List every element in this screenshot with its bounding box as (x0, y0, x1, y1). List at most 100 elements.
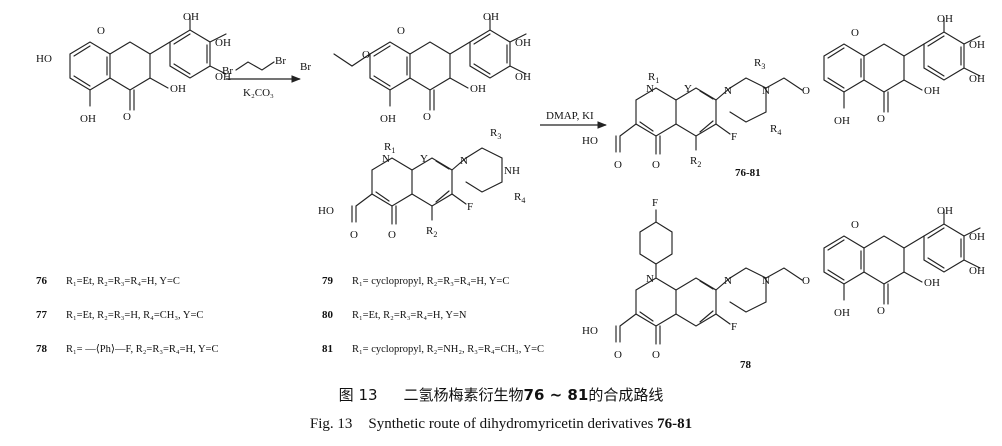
substituent-table: 76 R₁=Et, R₂=R₃=R₄=H, Y=C 77 R₁=Et, R₂=R… (36, 275, 544, 355)
svg-text:OH: OH (924, 277, 940, 289)
svg-text:O: O (123, 111, 131, 123)
svg-text:O: O (851, 219, 859, 231)
svg-text:OH: OH (834, 307, 850, 319)
svg-text:R1: R1 (648, 71, 659, 85)
caption-cn-text: 二氢杨梅素衍生物 (403, 386, 524, 404)
svg-text:OH: OH (515, 37, 531, 49)
svg-text:HO: HO (36, 53, 52, 65)
caption-en-num: 76-81 (657, 416, 693, 432)
svg-text:N: N (382, 153, 390, 165)
product-top-label: 76-81 (735, 167, 761, 179)
svg-text:OH: OH (937, 205, 953, 217)
svg-text:O: O (362, 49, 370, 61)
svg-text:Y: Y (420, 153, 428, 165)
def-77-num: 77 (36, 309, 48, 321)
svg-text:F: F (652, 197, 658, 209)
def-80-text: R₁=Et, R₂=R₃=R₄=H, Y=N (352, 310, 467, 321)
svg-text:R3: R3 (754, 57, 765, 71)
svg-text:O: O (802, 85, 810, 97)
def-79-text: R₁= cyclopropyl, R₂=R₃=R₄=H, Y=C (352, 276, 509, 287)
svg-text:HO: HO (318, 205, 334, 217)
svg-text:NH: NH (504, 165, 520, 177)
svg-text:O: O (877, 113, 885, 125)
caption-en-text: Synthetic route of dihydromyricetin deri… (368, 416, 654, 432)
svg-text:OH: OH (170, 83, 186, 95)
dihydromyricetin-structure: O OH OH OH OH O OH HO (36, 11, 231, 125)
svg-text:OH: OH (183, 11, 199, 23)
caption-cn-num: 76 ~ 81 (523, 386, 589, 404)
product-78: O HO O N F F N N O O OH OH OH OH O OH 78 (582, 197, 985, 371)
svg-text:O: O (350, 229, 358, 241)
svg-text:O: O (388, 229, 396, 241)
bromoethyl-intermediate: Br O O OH OH OH OH O OH (300, 11, 531, 125)
svg-text:R2: R2 (426, 225, 437, 239)
svg-text:OH: OH (215, 71, 231, 83)
svg-text:OH: OH (969, 73, 985, 85)
reagent-br-left: Br (222, 65, 233, 77)
product-78-label: 78 (740, 359, 752, 371)
svg-text:OH: OH (969, 231, 985, 243)
svg-text:OH: OH (969, 265, 985, 277)
def-81-text: R₁= cyclopropyl, R₂=NH₂, R₃=R₄=CH₃, Y=C (352, 344, 544, 355)
def-77-text: R₁=Et, R₂=R₃=H, R₄=CH₃, Y=C (66, 310, 203, 321)
svg-text:OH: OH (215, 37, 231, 49)
svg-text:OH: OH (80, 113, 96, 125)
svg-text:R4: R4 (514, 191, 525, 205)
synthetic-scheme: O OH OH OH OH O OH HO Br Br K₂CO₃ Br O O… (36, 11, 985, 371)
reagent-k2co3: K₂CO₃ (243, 87, 274, 99)
svg-text:HO: HO (582, 135, 598, 147)
svg-text:O: O (423, 111, 431, 123)
svg-text:R2: R2 (690, 155, 701, 169)
def-76-text: R₁=Et, R₂=R₃=R₄=H, Y=C (66, 276, 180, 287)
svg-text:OH: OH (937, 13, 953, 25)
caption-chinese: 图 13 二氢杨梅素衍生物76 ~ 81的合成路线 (0, 384, 1002, 405)
svg-text:Y: Y (684, 83, 692, 95)
svg-text:OH: OH (483, 11, 499, 23)
def-78-text: R₁= —⟨Ph⟩—F, R₂=R₃=R₄=H, Y=C (66, 344, 218, 355)
reagent-dmap-ki: DMAP, KI (546, 110, 594, 122)
svg-text:O: O (851, 27, 859, 39)
svg-text:O: O (877, 305, 885, 317)
caption-cn-suffix: 的合成路线 (588, 386, 664, 404)
def-79-num: 79 (322, 275, 334, 287)
svg-text:O: O (397, 25, 405, 37)
caption-en-prefix: Fig. 13 (309, 416, 353, 432)
svg-text:N: N (646, 83, 654, 95)
product-76-81: O HO O N R1 Y F R2 N R3 N R4 O O OH OH O… (582, 13, 985, 179)
svg-text:Br: Br (300, 61, 311, 73)
svg-text:N: N (646, 273, 654, 285)
caption-english: Fig. 13 Synthetic route of dihydromyricet… (0, 416, 1002, 433)
svg-text:N: N (762, 85, 770, 97)
svg-text:OH: OH (380, 113, 396, 125)
svg-text:N: N (762, 275, 770, 287)
caption-cn-prefix: 图 13 (338, 386, 378, 404)
svg-text:N: N (724, 85, 732, 97)
svg-text:O: O (652, 159, 660, 171)
svg-text:F: F (731, 131, 737, 143)
def-81-num: 81 (322, 343, 333, 355)
svg-text:O: O (614, 159, 622, 171)
svg-text:R1: R1 (384, 141, 395, 155)
svg-text:F: F (731, 321, 737, 333)
reaction-arrow-2: DMAP, KI (540, 110, 607, 129)
reaction-arrow-1: Br Br K₂CO₃ (222, 55, 301, 99)
svg-text:R3: R3 (490, 127, 501, 141)
svg-text:OH: OH (969, 39, 985, 51)
svg-text:O: O (802, 275, 810, 287)
def-80-num: 80 (322, 309, 334, 321)
svg-text:OH: OH (834, 115, 850, 127)
svg-text:OH: OH (470, 83, 486, 95)
svg-text:N: N (460, 155, 468, 167)
svg-text:N: N (724, 275, 732, 287)
svg-text:O: O (652, 349, 660, 361)
quinolone-reagent: O HO O N R1 Y F R2 N R3 NH R4 (318, 127, 525, 241)
svg-text:OH: OH (515, 71, 531, 83)
svg-text:O: O (97, 25, 105, 37)
svg-text:R4: R4 (770, 123, 781, 137)
def-78-num: 78 (36, 343, 48, 355)
svg-text:OH: OH (924, 85, 940, 97)
def-76-num: 76 (36, 275, 48, 287)
svg-text:F: F (467, 201, 473, 213)
svg-text:HO: HO (582, 325, 598, 337)
svg-text:O: O (614, 349, 622, 361)
